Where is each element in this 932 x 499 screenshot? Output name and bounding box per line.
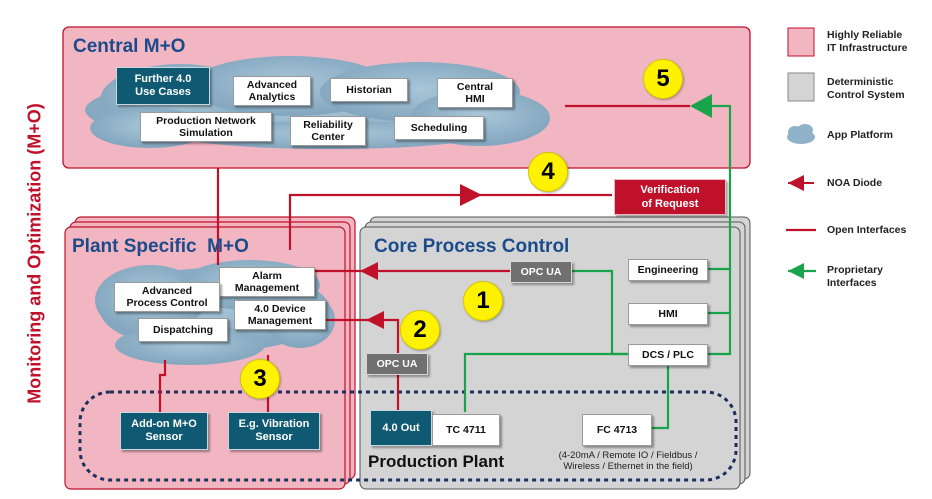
gray-square-icon (787, 72, 815, 102)
advanced-process-control-box: Advanced Process Control (114, 282, 220, 312)
tc-4711-box: TC 4711 (432, 414, 500, 446)
legend-label-it: Highly Reliable IT Infrastructure (827, 29, 908, 54)
legend-label-proprietary: Proprietary Interfaces (827, 264, 884, 289)
pink-square-icon (787, 27, 815, 57)
green-dcs-to-fc (652, 365, 670, 430)
noa-diode-icon (788, 175, 814, 191)
plant-specific-title: Plant Specific M+O (72, 236, 249, 257)
historian-box: Historian (330, 78, 408, 102)
side-title: Monitoring and Optimization (M+O) (24, 103, 45, 404)
cloud-icon (787, 124, 815, 144)
legend-label-control: Deterministic Control System (827, 76, 905, 101)
noa-diode-4 (460, 184, 482, 206)
engineering-box: Engineering (628, 259, 708, 281)
reliability-center-box: Reliability Center (290, 116, 366, 146)
central-hmi-box: Central HMI (437, 78, 513, 108)
production-plant-title: Production Plant (368, 452, 504, 471)
line-plant-to-addon (158, 360, 167, 412)
badge-3: 3 (240, 359, 280, 399)
addon-sensor-box: Add-on M+O Sensor (120, 412, 208, 450)
production-network-simulation-box: Production Network Simulation (140, 112, 272, 142)
badge-4: 4 (528, 152, 568, 192)
further-use-cases-box: Further 4.0 Use Cases (116, 67, 210, 105)
dispatching-box: Dispatching (138, 318, 228, 342)
hmi-core-box: HMI (628, 303, 708, 325)
production-plant-frame (78, 390, 738, 482)
opc-ua-core-box: OPC UA (510, 261, 572, 283)
green-dcs-to-tc (463, 352, 628, 412)
legend-label-app-platform: App Platform (827, 129, 893, 141)
dcs-plc-box: DCS / PLC (628, 344, 708, 366)
alarm-management-box: Alarm Management (219, 267, 315, 297)
four-zero-out-box: 4.0 Out (370, 410, 432, 446)
field-interfaces-note: (4-20mA / Remote IO / Fieldbus / Wireles… (558, 450, 698, 472)
line-alarm-to-verification (288, 193, 612, 250)
badge-5: 5 (643, 59, 683, 99)
opc-ua-field-box: OPC UA (366, 353, 428, 375)
legend-icons (786, 27, 816, 279)
scheduling-box: Scheduling (394, 116, 484, 140)
legend-label-open: Open Interfaces (827, 224, 907, 236)
vibration-sensor-box: E.g. Vibration Sensor (228, 412, 320, 450)
device-management-box: 4.0 Device Management (234, 300, 326, 330)
noa-diode-1 (360, 262, 378, 280)
badge-1: 1 (463, 281, 503, 321)
proprietary-arrow-5 (690, 94, 712, 118)
verification-of-request-box: Verification of Request (614, 179, 726, 215)
legend-label-noa-diode: NOA Diode (827, 177, 883, 189)
central-mo-title: Central M+O (73, 36, 186, 57)
core-process-title: Core Process Control (374, 236, 570, 257)
badge-2: 2 (400, 310, 440, 350)
fc-4713-box: FC 4713 (582, 414, 652, 446)
legend: Highly Reliable IT Infrastructure Determ… (780, 20, 930, 300)
advanced-analytics-box: Advanced Analytics (233, 76, 311, 106)
noa-diode-2 (366, 311, 384, 329)
line-4out-to-device (325, 318, 400, 412)
proprietary-interface-lines (463, 104, 732, 430)
proprietary-interface-icon (788, 263, 816, 279)
green-main-vertical (712, 104, 732, 355)
